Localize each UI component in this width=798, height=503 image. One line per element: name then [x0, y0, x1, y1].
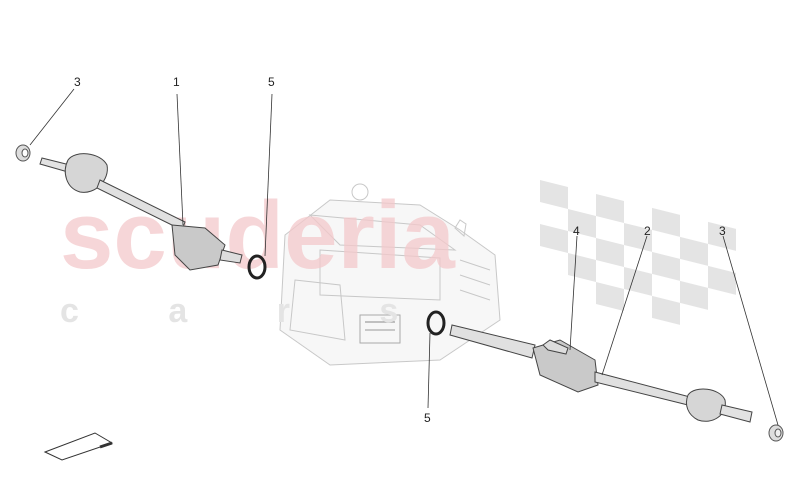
drive-shaft-right	[449, 324, 753, 423]
callout-drive-shaft-right: 2	[644, 224, 651, 238]
leader-line	[29, 88, 75, 146]
callout-seal-right: 5	[424, 411, 431, 425]
leader-line	[427, 332, 431, 409]
callout-nut-left: 3	[74, 75, 81, 89]
leader-lines	[29, 88, 779, 426]
checkered-flag-watermark	[540, 180, 736, 325]
leader-line	[722, 235, 779, 426]
watermark-sub: c a r s	[60, 292, 438, 330]
leader-line	[601, 235, 648, 376]
leader-line	[569, 235, 578, 351]
leader-line	[264, 93, 273, 257]
callout-seal-left: 5	[268, 75, 275, 89]
orientation-icon	[43, 432, 114, 461]
leader-line	[176, 93, 184, 226]
nut-right	[768, 424, 784, 442]
callout-nut-right: 3	[719, 224, 726, 238]
clip	[542, 339, 569, 355]
callout-clip: 4	[573, 224, 580, 238]
seal-left	[247, 254, 267, 280]
drive-shaft-left	[39, 153, 243, 271]
nut-left	[15, 144, 31, 162]
seal-right	[426, 310, 446, 336]
callout-drive-shaft-left: 1	[173, 75, 180, 89]
